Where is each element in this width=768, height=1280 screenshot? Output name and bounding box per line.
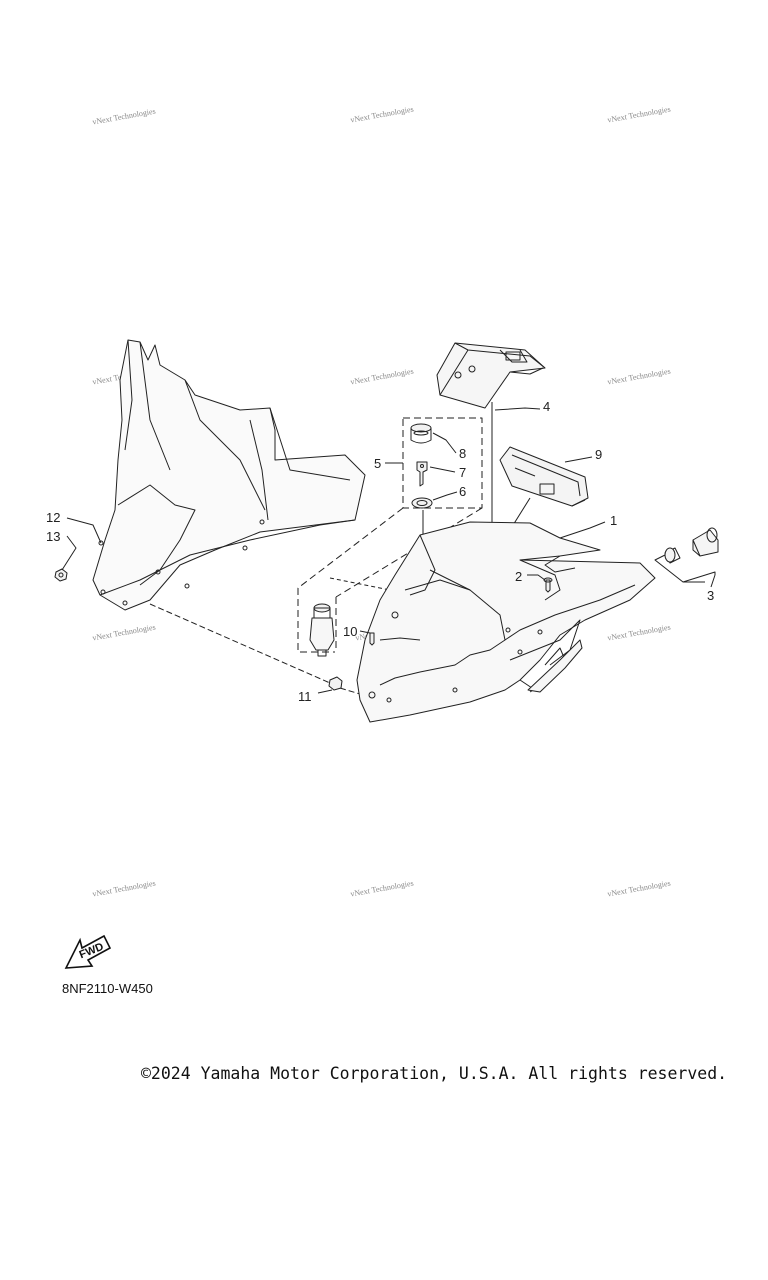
leader-9 [564,456,593,463]
nut-6 [411,497,433,509]
power-socket [664,527,719,564]
main-switch-body [309,603,335,657]
callout-1: 1 [610,513,618,528]
key-7 [416,461,428,487]
leader-6 [432,491,458,501]
callout-5: 5 [374,456,382,471]
copyright-notice: ©2024 Yamaha Motor Corporation, U.S.A. A… [141,1064,728,1083]
nut-13 [54,568,68,582]
group-box-diagonal [335,507,483,598]
leader-2 [527,574,546,581]
fwd-arrow [64,934,112,969]
upper-cover [436,342,546,409]
side-strip [527,639,583,693]
leader-12 [66,517,102,544]
leader-13 [61,535,77,571]
leader-8 [432,432,457,454]
callout-4: 4 [543,399,551,414]
leader-4 [494,407,541,411]
leader-10 [359,630,371,634]
screw-2 [543,577,553,593]
alignment-line-11b [339,687,371,698]
alignment-line-11 [149,603,331,684]
leader-7 [429,466,456,473]
callout-6: 6 [459,484,467,499]
callout-11: 11 [298,689,312,704]
bracket-3 [654,554,716,583]
meter-unit [499,446,589,507]
windshield [92,339,366,611]
callout-8: 8 [459,446,467,461]
switch-cap-8 [410,423,432,444]
callout-9: 9 [595,447,603,462]
nut-11 [328,676,343,691]
callout-12: 12 [46,510,61,525]
callout-7: 7 [459,465,467,480]
screw-10 [369,632,375,646]
front-cowling [356,521,656,723]
diagram-code: 8NF2110-W450 [62,981,153,996]
group-box-lower [297,507,404,653]
leader-1 [559,521,606,539]
leader-11 [317,689,333,694]
callout-3: 3 [707,588,715,603]
callout-10: 10 [343,624,358,639]
callout-13: 13 [46,529,61,544]
leader-3b [710,574,716,588]
callout-2: 2 [515,569,523,584]
